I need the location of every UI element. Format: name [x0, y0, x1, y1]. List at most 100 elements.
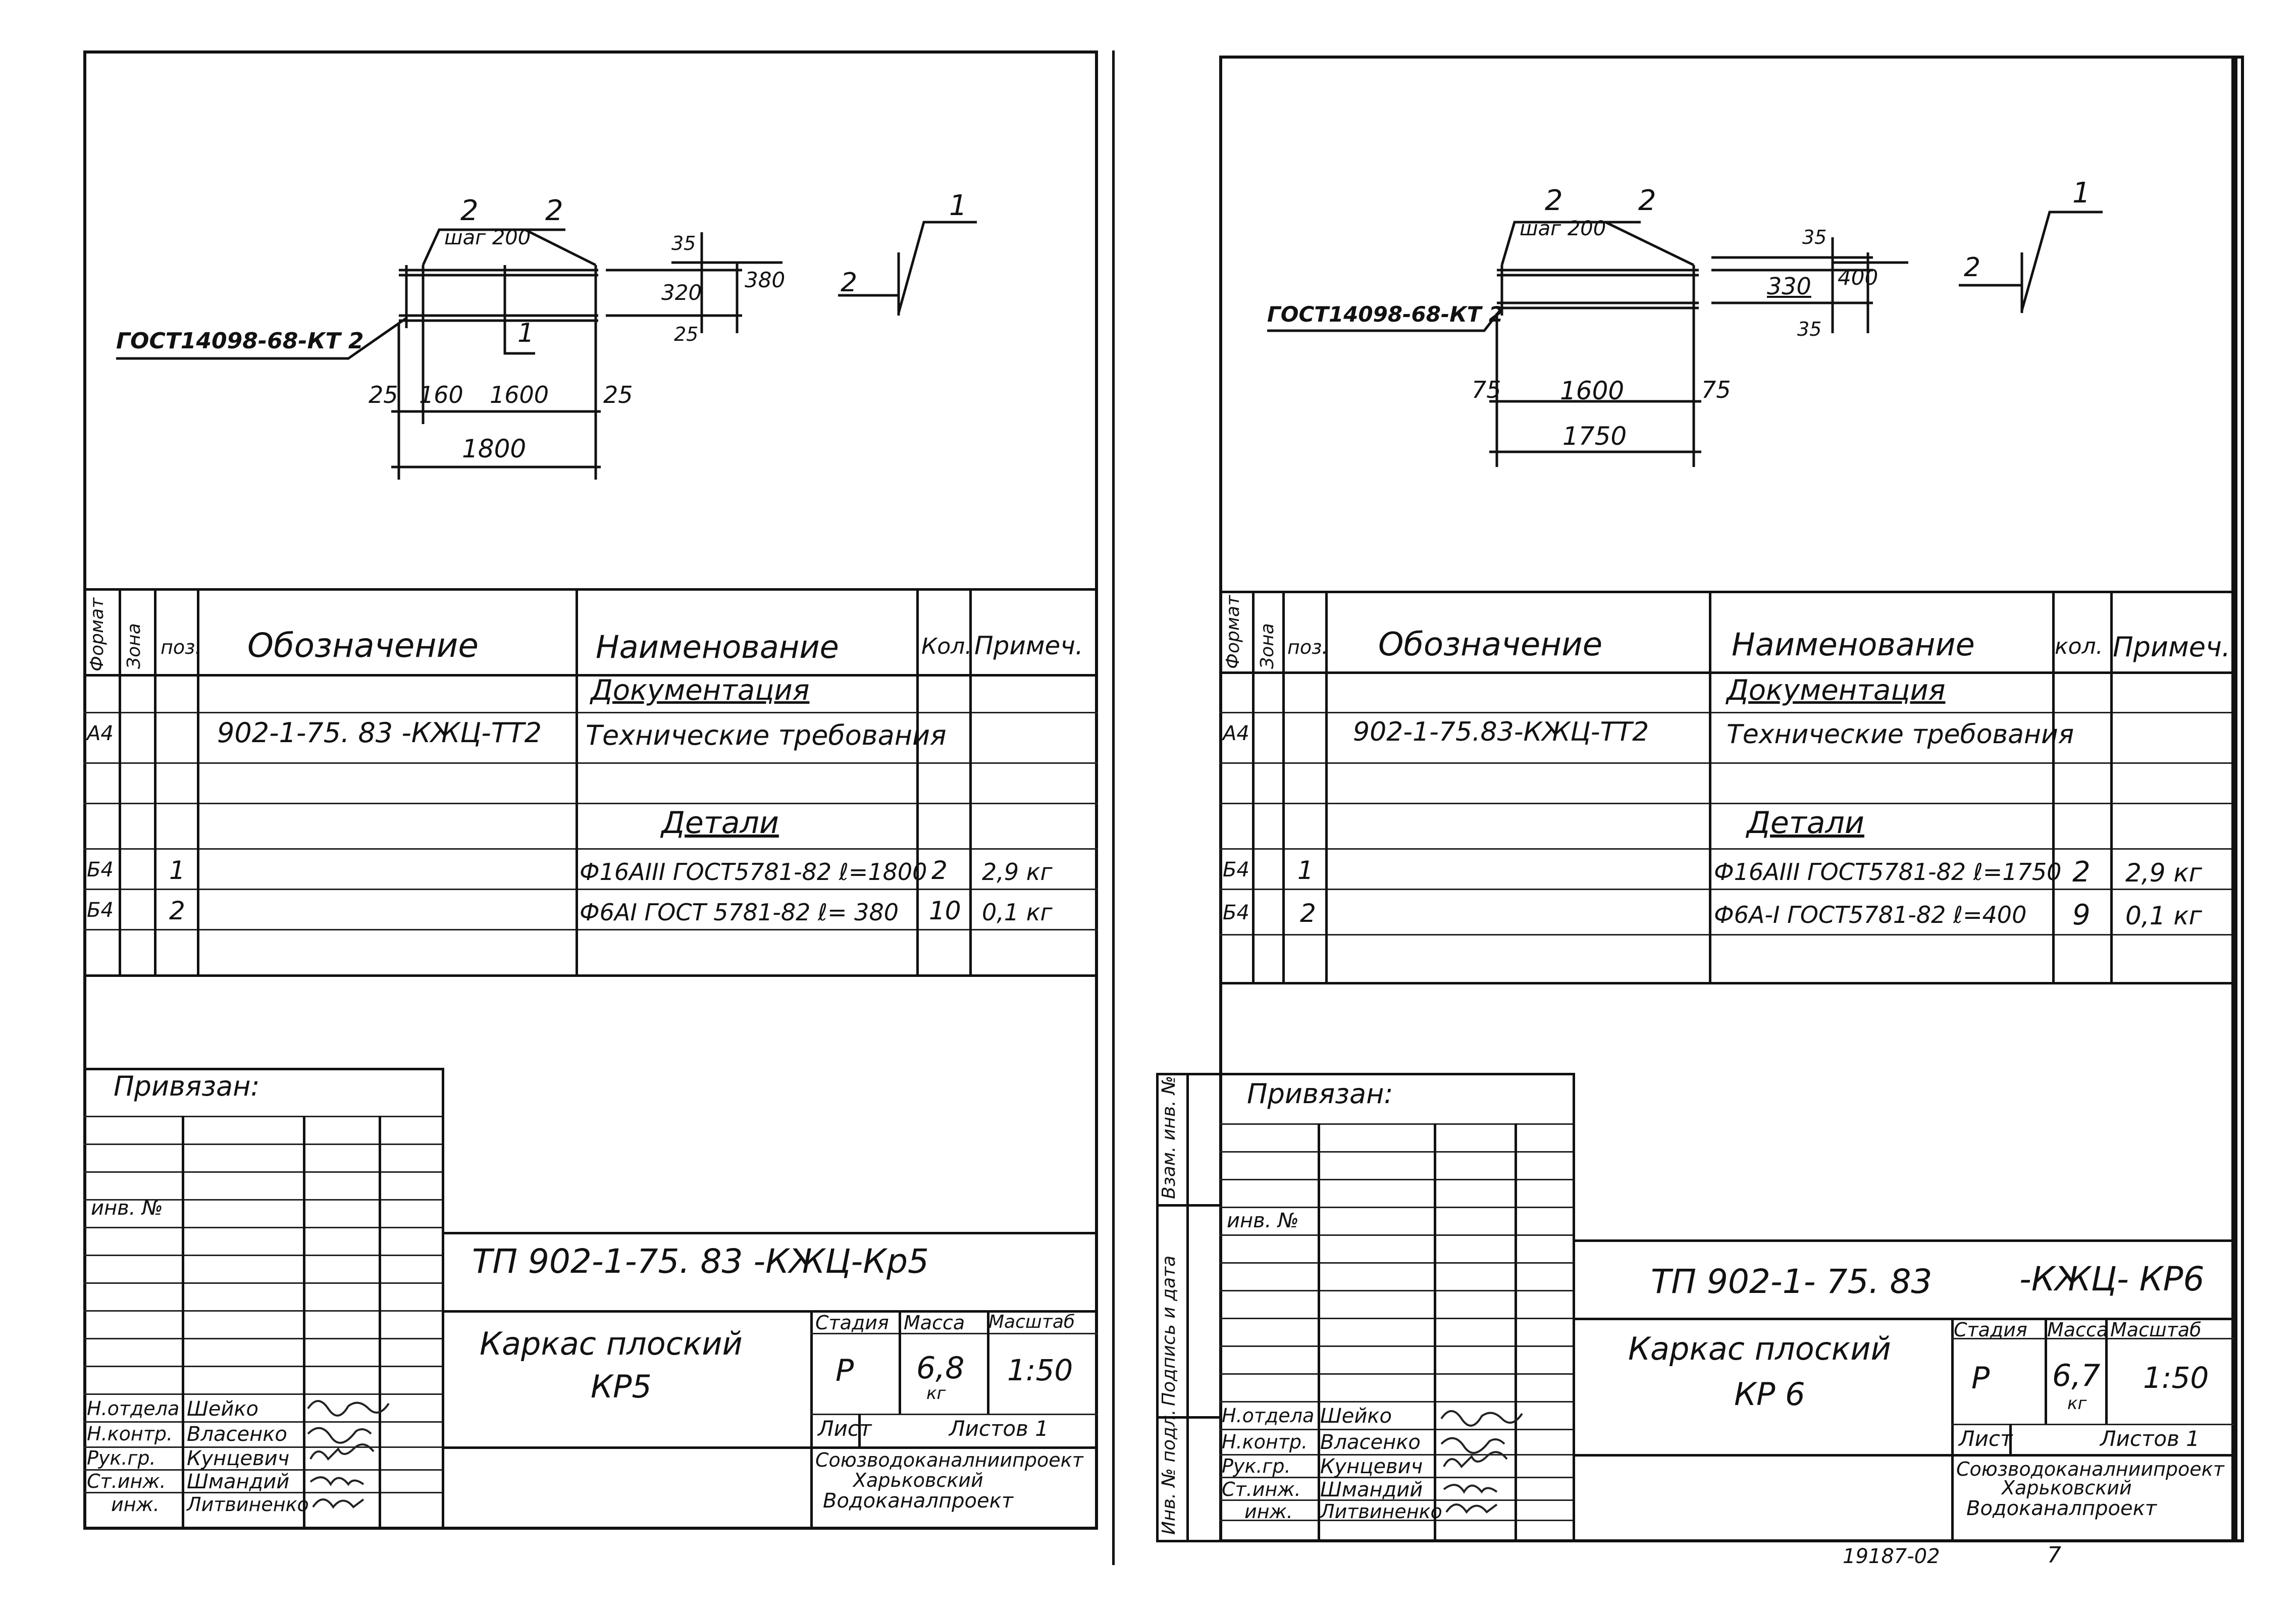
- right-pos-top-right: 2: [1638, 184, 1656, 217]
- row-format: Б4: [87, 858, 114, 881]
- right-role-3: Ст.инж.: [1222, 1478, 1301, 1500]
- right-th-qty: кол.: [2055, 634, 2103, 659]
- left-stage: Р: [836, 1353, 854, 1388]
- row-pos: 1: [169, 856, 185, 885]
- left-stage-header: Стадия: [815, 1312, 889, 1334]
- right-dim-35: 35: [1802, 226, 1827, 248]
- left-dim-outer: 380: [745, 268, 786, 292]
- left-th-note: Примеч.: [974, 631, 1083, 660]
- left-th-qty: Кол.: [921, 634, 972, 659]
- right-name-3: Шмандий: [1320, 1478, 1423, 1501]
- left-dim-25v: 25: [674, 323, 699, 345]
- left-name-1: Власенко: [187, 1423, 287, 1446]
- right-dim-35b: 35: [1797, 318, 1822, 340]
- right-th-note: Примеч.: [2113, 631, 2231, 663]
- right-mass-header: Масса: [2047, 1319, 2109, 1341]
- right-scale-header: Масштаб: [2110, 1319, 2202, 1341]
- right-stage-header: Стадия: [1954, 1319, 2027, 1341]
- right-dim-left-a: 75: [1472, 376, 1501, 403]
- left-pos-top-left: 2: [460, 194, 479, 227]
- left-pos-bottom-1: 1: [517, 318, 535, 348]
- left-gost-label: ГОСТ14098-68-КТ 2: [116, 328, 364, 354]
- left-pos-right-left: 2: [841, 268, 858, 298]
- right-title-line2: КР 6: [1734, 1376, 1805, 1413]
- right-dim-right: 75: [1701, 376, 1731, 403]
- left-doc-designation: 902-1-75. 83 -КЖЦ-ТТ2: [217, 717, 542, 749]
- right-dim-total: 1750: [1562, 422, 1627, 451]
- row-pos: 1: [1297, 856, 1314, 885]
- right-section-docs: Документация: [1727, 674, 1946, 707]
- left-dim-right: 25: [603, 381, 633, 408]
- row-name: Ф16АIII ГОСТ5781-82 ℓ=1750: [1714, 858, 2062, 886]
- right-org-2: Харьковский: [2002, 1477, 2132, 1499]
- right-role-4: инж.: [1244, 1500, 1293, 1523]
- left-dim-left-a: 25: [369, 381, 398, 408]
- right-doc-name: Технические требования: [1727, 719, 2074, 750]
- footer-number: 19187-02: [1843, 1545, 1940, 1568]
- left-step-label: шаг 200: [444, 226, 531, 249]
- footer-page: 7: [2047, 1542, 2061, 1568]
- right-name-2: Кунцевич: [1320, 1455, 1423, 1478]
- left-section-docs: Документация: [591, 674, 810, 707]
- right-pos-right-top: 1: [2072, 177, 2091, 210]
- right-mass-unit: кг: [2067, 1393, 2087, 1414]
- right-doc-format: А4: [1223, 722, 1249, 745]
- row-note: 0,1 кг: [982, 899, 1053, 926]
- left-doc-code: ТП 902-1-75. 83 -КЖЦ-Кр5: [472, 1242, 929, 1281]
- left-org-3: Водоканалпроект: [823, 1489, 1014, 1513]
- left-dim-mid: 1600: [490, 381, 549, 408]
- row-note: 0,1 кг: [2125, 901, 2202, 930]
- right-inv-label: инв. №: [1227, 1209, 1299, 1232]
- left-mass-unit: кг: [926, 1383, 946, 1404]
- left-title-line2: КР5: [591, 1368, 652, 1405]
- left-inv-label: инв. №: [91, 1197, 163, 1220]
- left-role-2: Рук.гр.: [87, 1447, 156, 1469]
- row-format: Б4: [1223, 901, 1249, 924]
- right-name-1: Власенко: [1320, 1431, 1421, 1454]
- right-section-parts: Детали: [1747, 805, 1864, 841]
- left-role-0: Н.отдела: [87, 1397, 180, 1420]
- row-qty: 10: [929, 896, 961, 925]
- left-role-1: Н.контр.: [87, 1423, 173, 1445]
- left-th-pos: поз.: [161, 636, 201, 658]
- row-pos: 2: [1300, 899, 1316, 928]
- right-name-0: Шейко: [1320, 1405, 1392, 1428]
- row-name: Ф6А-I ГОСТ5781-82 ℓ=400: [1714, 901, 2027, 928]
- row-name: Ф6АI ГОСТ 5781-82 ℓ= 380: [580, 899, 899, 926]
- row-qty: 2: [931, 856, 948, 885]
- row-format: Б4: [87, 899, 114, 922]
- left-scale-header: Масштаб: [988, 1312, 1075, 1332]
- left-bound-label: Привязан:: [114, 1070, 260, 1102]
- left-role-3: Ст.инж.: [87, 1470, 166, 1492]
- left-dim-inner: 320: [661, 280, 702, 305]
- row-qty: 9: [2072, 899, 2091, 931]
- right-th-pos: поз.: [1287, 636, 1328, 658]
- left-dim-left-b: 160: [419, 381, 463, 408]
- left-dim-total: 1800: [462, 434, 527, 463]
- right-title-line1: Каркас плоский: [1628, 1330, 1891, 1367]
- row-name: Ф16АIII ГОСТ5781-82 ℓ=1800: [580, 858, 927, 886]
- center-divider: [1112, 50, 1115, 1565]
- right-pos-right-left: 2: [1964, 252, 1981, 283]
- left-sheets-label: Листов 1: [949, 1416, 1049, 1441]
- right-scale: 1:50: [2143, 1361, 2209, 1395]
- left-mass: 6,8: [916, 1351, 965, 1386]
- left-sheet-label: Лист: [818, 1416, 872, 1441]
- row-qty: 2: [2072, 856, 2091, 889]
- row-note: 2,9 кг: [2125, 858, 2202, 888]
- right-edge-bar: [2231, 56, 2237, 1542]
- left-name-4: Литвиненко: [187, 1493, 309, 1516]
- left-doc-name: Технические требования: [586, 719, 947, 751]
- right-doc-code-b: -КЖЦ- КР6: [2019, 1260, 2205, 1299]
- right-name-4: Литвиненко: [1320, 1500, 1442, 1523]
- left-pos-top-right: 2: [545, 194, 563, 227]
- right-doc-designation: 902-1-75.83-КЖЦ-ТТ2: [1353, 717, 1649, 747]
- right-org-3: Водоканалпроект: [1966, 1497, 2157, 1520]
- row-pos: 2: [169, 896, 185, 925]
- right-doc-code-a: ТП 902-1- 75. 83: [1651, 1262, 1933, 1301]
- left-th-designation: Обозначение: [247, 626, 479, 665]
- right-step-label: шаг 200: [1520, 217, 1606, 240]
